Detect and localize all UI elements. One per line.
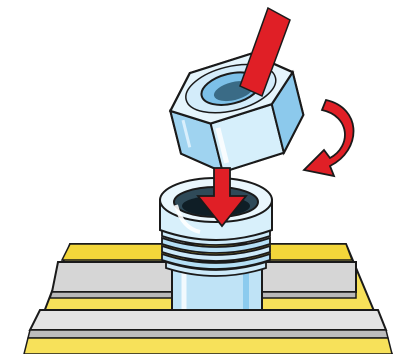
hex-nut: [162, 45, 312, 181]
rotation-arrow-icon: [304, 100, 354, 176]
vise-jaw-front: [24, 310, 392, 354]
